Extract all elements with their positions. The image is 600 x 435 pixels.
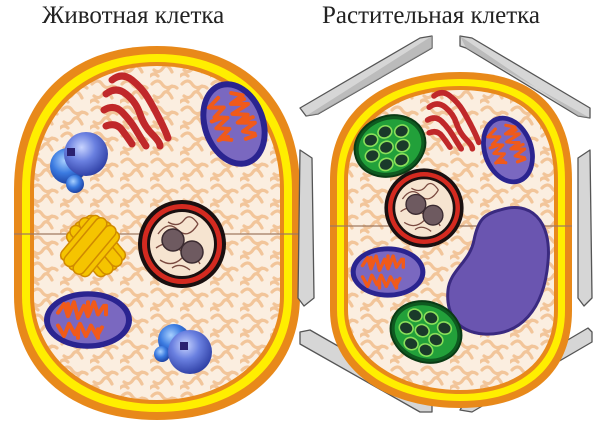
plant-cell [297,35,593,413]
vacuole-icon [446,205,550,336]
lysosome-icon [50,132,108,193]
lysosome-icon [154,324,212,374]
nucleus-icon [137,199,227,289]
animal-cell [14,46,300,420]
animal-cell-title: Животная клетка [42,2,225,29]
nucleus-icon [383,167,465,249]
plant-cell-title: Растительная клетка [322,2,541,29]
mitochondrion-icon [348,244,428,300]
mitochondrion-icon [42,289,134,351]
